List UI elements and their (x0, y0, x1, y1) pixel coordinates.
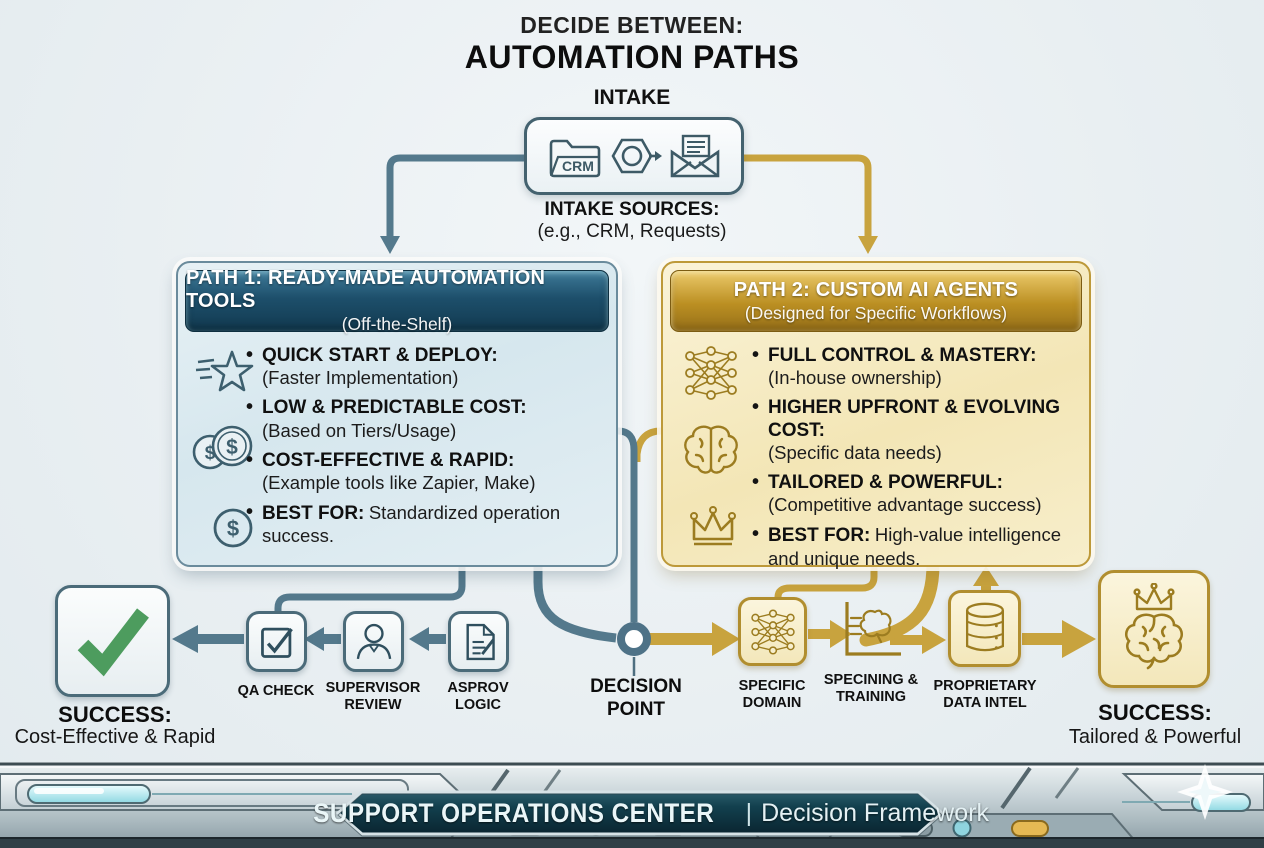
bullet-dot: • (246, 448, 254, 471)
success-right-box (1098, 570, 1210, 688)
intake-box: CRM (524, 117, 744, 195)
path2-subtitle: (Designed for Specific Workflows) (744, 302, 1008, 323)
bullet-dot: • (246, 396, 254, 419)
bullet-head: COST-EFFECTIVE & RAPID: (262, 449, 515, 471)
intake-label: INTAKE (593, 86, 671, 109)
footer-button-cyan (952, 818, 972, 838)
dollar-coin-icon: $ (213, 508, 253, 548)
bullet-head: BEST FOR: (262, 503, 365, 525)
bullet-item: • TAILORED & POWERFUL: (Competitive adva… (752, 471, 1082, 516)
bullet-head: LOW & PREDICTABLE COST: (262, 397, 527, 419)
bullet-sub: (Specific data needs) (768, 441, 942, 463)
bullet-item: • FULL CONTROL & MASTERY: (In-house owne… (752, 344, 1082, 389)
email-envelope-icon (670, 134, 720, 178)
bullet-sub: (Based on Tiers/Usage) (262, 419, 457, 441)
footer-title-separator: | (745, 799, 753, 827)
bullet-head: BEST FOR: (768, 525, 871, 547)
svg-text:CRM: CRM (562, 158, 594, 174)
bullet-dot: • (752, 344, 760, 366)
crown-icon (690, 506, 736, 546)
path1-title: PATH 1: READY-MADE AUTOMATION TOOLS (186, 267, 546, 312)
sparkle-icon (1188, 776, 1222, 808)
success-left-box (55, 585, 170, 697)
process-nut-icon (611, 138, 662, 174)
specining-training-label: SPECINING & TRAINING (823, 672, 919, 706)
qa-check-box (246, 611, 307, 672)
bullet-sub: (Example tools like Zapier, Make) (262, 472, 536, 493)
supervisor-review-label: SUPERVISOR REVIEW (325, 680, 421, 714)
title-kicker: DECIDE BETWEEN: (520, 12, 744, 38)
crm-folder-icon: CRM (549, 139, 601, 178)
path1-bullets: • QUICK START & DEPLOY: (Faster Implemen… (246, 344, 608, 557)
bullet-item: • HIGHER UPFRONT & EVOLVING COST: (Speci… (752, 396, 1082, 463)
bullet-dot: • (752, 523, 760, 546)
bullet-item: • LOW & PREDICTABLE COST: (Based on Tier… (246, 396, 608, 441)
svg-text:$: $ (205, 443, 216, 464)
speed-star-icon (195, 350, 254, 392)
supervisor-review-box (343, 611, 404, 672)
bullet-item: • QUICK START & DEPLOY: (Faster Implemen… (246, 344, 608, 389)
double-coins-icon: $ $ (192, 425, 253, 470)
checkbox-icon (260, 627, 293, 658)
bullet-head: HIGHER UPFRONT & EVOLVING COST: (768, 397, 1061, 441)
crowned-brain-icon (1124, 583, 1184, 670)
green-checkmark-icon (77, 608, 149, 677)
bullet-dot: • (246, 501, 254, 524)
bullet-sub: Standardized operation success. (262, 502, 561, 547)
path2-card: PATH 2: CUSTOM AI AGENTS (Designed for S… (661, 261, 1091, 567)
footer-title-subtitle: Decision Framework (761, 799, 989, 827)
bullet-sub: (Competitive advantage success) (768, 494, 1042, 516)
bullet-item: • COST-EFFECTIVE & RAPID: (Example tools… (246, 448, 608, 493)
person-icon (356, 623, 391, 659)
footer-chrome (0, 762, 1264, 848)
path1-card: PATH 1: READY-MADE AUTOMATION TOOLS (Off… (176, 261, 618, 567)
path1-header: PATH 1: READY-MADE AUTOMATION TOOLS (Off… (185, 267, 609, 334)
brain-icon (684, 425, 738, 474)
asprov-logic-box (448, 611, 509, 672)
proprietary-data-label: PROPRIETARY DATA INTEL (933, 678, 1037, 712)
footer-bar (0, 762, 1264, 848)
bullet-head: TAILORED & POWERFUL: (768, 472, 1004, 493)
bullet-sub: (In-house ownership) (768, 367, 942, 389)
neural-network-icon (750, 608, 795, 655)
bullet-dot: • (752, 471, 760, 493)
success-right-subtitle: Tailored & Powerful (1068, 726, 1242, 748)
svg-text:$: $ (227, 516, 239, 541)
qa-check-label: QA CHECK (237, 683, 315, 699)
path2-header: PATH 2: CUSTOM AI AGENTS (Designed for S… (670, 270, 1082, 332)
asprov-logic-label: ASPROV LOGIC (447, 680, 509, 714)
success-left-title: SUCCESS: (58, 702, 172, 727)
database-icon (965, 602, 1004, 651)
intake-sources-example: (e.g., CRM, Requests) (537, 221, 727, 242)
success-left-subtitle: Cost-Effective & Rapid (14, 726, 216, 748)
path2-bullets: • FULL CONTROL & MASTERY: (In-house owne… (752, 344, 1082, 579)
bullet-item: • BEST FOR: Standardized operation succe… (246, 501, 608, 548)
footer-title: SUPPORT OPERATIONS CENTER | Decision Fra… (313, 793, 989, 834)
bullet-head: FULL CONTROL & MASTERY: (768, 345, 1037, 366)
intake-sources-title: INTAKE SOURCES: (544, 199, 720, 220)
svg-text:$: $ (226, 436, 238, 459)
bullet-dot: • (752, 396, 760, 419)
specific-domain-label: SPECIFIC DOMAIN (738, 678, 806, 712)
decision-point-node (617, 622, 651, 656)
neural-network-icon (685, 346, 737, 400)
specific-domain-box (738, 597, 807, 666)
footer-button-gold (1011, 820, 1049, 837)
path2-title: PATH 2: CUSTOM AI AGENTS (733, 278, 1019, 301)
proprietary-data-box (948, 590, 1021, 667)
training-chart-icon (845, 602, 901, 656)
footer-panel (335, 790, 945, 836)
document-pencil-icon (465, 623, 495, 660)
decision-point-label: DECISION POINT (590, 676, 682, 720)
bullet-item: • BEST FOR: High-value intelligence and … (752, 523, 1082, 570)
bullet-dot: • (246, 344, 254, 366)
success-right-title: SUCCESS: (1098, 700, 1212, 725)
footer-title-main: SUPPORT OPERATIONS CENTER (313, 798, 715, 828)
page-title: AUTOMATION PATHS (464, 39, 800, 75)
bullet-head: QUICK START & DEPLOY: (262, 345, 498, 366)
path1-subtitle: (Off-the-Shelf) (341, 314, 453, 334)
bullet-sub: (Faster Implementation) (262, 367, 459, 389)
